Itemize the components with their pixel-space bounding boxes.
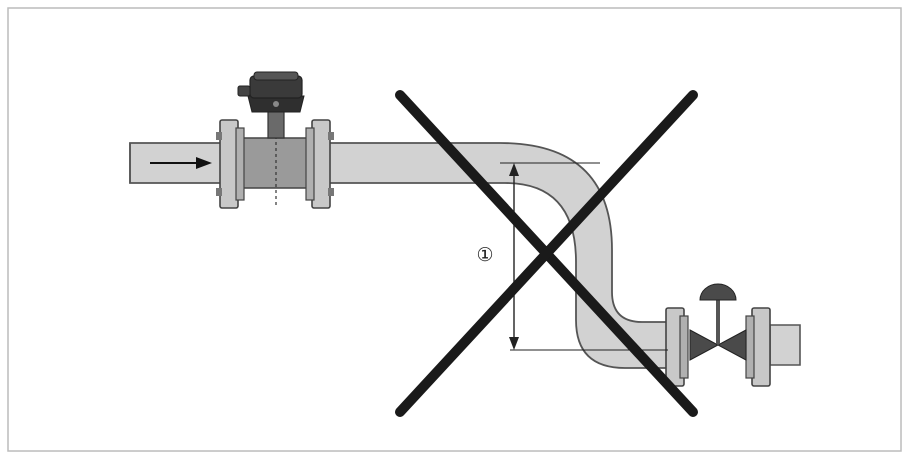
- transmitter-head: [237, 71, 305, 139]
- meter-inlet-flange: [216, 119, 245, 209]
- flow-direction-arrow-icon: [150, 157, 212, 169]
- outlet-pipe: [769, 324, 801, 366]
- meter-outlet-flange: [305, 119, 334, 209]
- prohibited-cross-icon: [395, 90, 698, 417]
- callout-label: ①: [476, 244, 493, 266]
- control-valve: [689, 283, 747, 361]
- valve-inlet-flange: [665, 307, 689, 387]
- valve-outlet-flange: [745, 307, 771, 387]
